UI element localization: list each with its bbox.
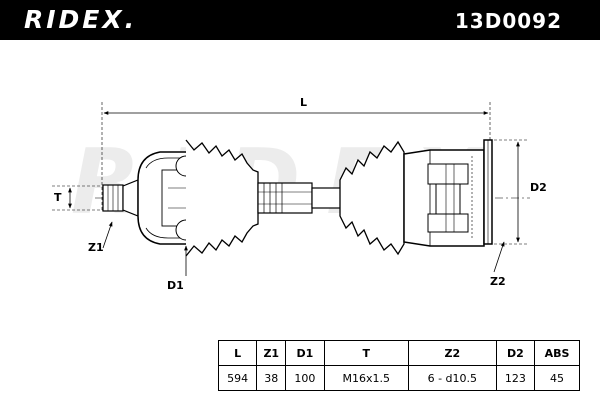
spec-value: 123: [495, 365, 535, 391]
label-d1: D1: [167, 279, 184, 292]
spec-value: M16x1.5: [323, 365, 409, 391]
spec-value: 594: [217, 365, 258, 391]
specs-table: L Z1 D1 T Z2 D2 ABS 594 38 100 M16x1.5 6…: [217, 340, 581, 391]
spec-header: D1: [285, 340, 325, 366]
z1-leader: [102, 221, 113, 249]
shaft-spline-left: [257, 182, 313, 214]
brand-logo: RIDEX.: [24, 5, 138, 34]
header-bar: RIDEX. 13D0092: [0, 0, 600, 40]
spec-value: 100: [285, 365, 325, 391]
inner-boot: [339, 140, 405, 256]
specs-value-row: 594 38 100 M16x1.5 6 - d10.5 123 45: [217, 365, 581, 391]
spec-value: 6 - d10.5: [407, 365, 497, 391]
label-t: T: [54, 191, 62, 204]
spec-header: Z2: [407, 340, 497, 366]
label-z1: Z1: [88, 241, 104, 254]
spec-header: T: [323, 340, 409, 366]
label-l: L: [300, 96, 308, 109]
spec-value: 38: [256, 365, 287, 391]
label-z2: Z2: [490, 275, 506, 288]
spec-value: 45: [533, 365, 581, 391]
outer-boot: [185, 139, 259, 257]
part-number: 13D0092: [454, 9, 562, 33]
label-d2: D2: [530, 181, 547, 194]
spec-header: Z1: [256, 340, 287, 366]
z2-leader: [493, 241, 505, 273]
spec-header: ABS: [533, 340, 581, 366]
specs-header-row: L Z1 D1 T Z2 D2 ABS: [217, 340, 581, 366]
spec-header: D2: [495, 340, 535, 366]
spec-header: L: [217, 340, 258, 366]
